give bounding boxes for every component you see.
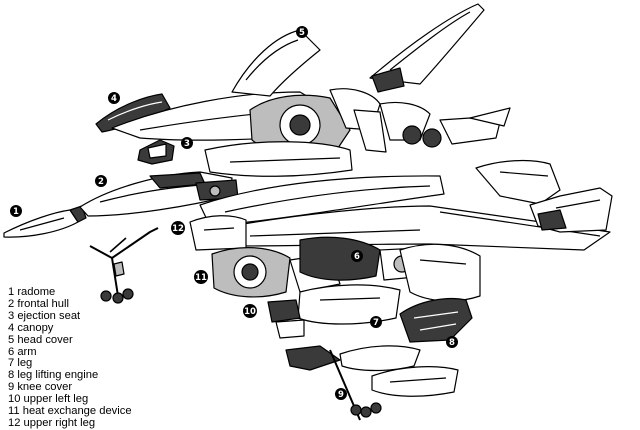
legend-item: 4 canopy	[8, 321, 54, 334]
part-radome	[3, 205, 87, 238]
part-head-cover	[369, 3, 485, 93]
legend-item: 5 head cover	[8, 333, 73, 346]
marker-10: 10	[243, 304, 257, 318]
svg-text:2: 2	[98, 177, 104, 187]
svg-text:9: 9	[338, 390, 344, 400]
svg-text:8: 8	[449, 338, 455, 348]
svg-text:12: 12	[172, 224, 184, 234]
marker-4: 4	[108, 92, 120, 104]
legend-item: 1 radome	[8, 286, 56, 298]
part-leg	[297, 243, 481, 325]
svg-text:6: 6	[354, 252, 360, 262]
legend-item: 8 leg lifting engine	[8, 369, 99, 382]
part-frontal-hull	[79, 171, 239, 217]
marker-11: 11	[194, 270, 208, 284]
legend-item: 3 ejection seat	[8, 309, 81, 322]
marker-7: 7	[370, 316, 382, 328]
part-markers: 1 2 3 4 5 6 7 8 9 10 11 12	[10, 26, 458, 400]
marker-2: 2	[95, 175, 107, 187]
svg-text:4: 4	[111, 94, 117, 104]
marker-12: 12	[171, 221, 185, 235]
part-ejection-seat	[137, 139, 175, 165]
svg-text:10: 10	[244, 307, 256, 317]
marker-6: 6	[351, 250, 363, 262]
svg-text:7: 7	[373, 318, 379, 328]
legend-item: 11 heat exchange device	[8, 405, 132, 418]
svg-text:11: 11	[195, 273, 207, 283]
legend-item: 2 frontal hull	[8, 297, 69, 310]
part-knee-cover	[285, 345, 459, 421]
marker-8: 8	[446, 336, 458, 348]
legend-item: 6 arm	[8, 345, 37, 358]
svg-text:5: 5	[299, 28, 305, 38]
part-right-wing	[475, 159, 613, 233]
svg-text:1: 1	[13, 207, 19, 217]
part-landing-gear	[89, 227, 159, 304]
parts-legend: 1 radome 2 frontal hull 3 ejection seat …	[8, 286, 178, 430]
svg-text:3: 3	[184, 139, 190, 149]
legend-item: 10 upper left leg	[8, 393, 89, 406]
legend-item: 9 knee cover	[8, 381, 73, 394]
marker-5: 5	[296, 26, 308, 38]
part-upper-left-leg	[267, 299, 305, 339]
part-upper-right-leg	[189, 215, 247, 251]
legend-item: 12 upper right leg	[8, 416, 96, 429]
marker-1: 1	[10, 205, 22, 217]
part-leg-lifting-engine	[399, 297, 473, 343]
marker-9: 9	[335, 388, 347, 400]
marker-3: 3	[181, 137, 193, 149]
legend-item: 7 leg	[8, 357, 33, 370]
